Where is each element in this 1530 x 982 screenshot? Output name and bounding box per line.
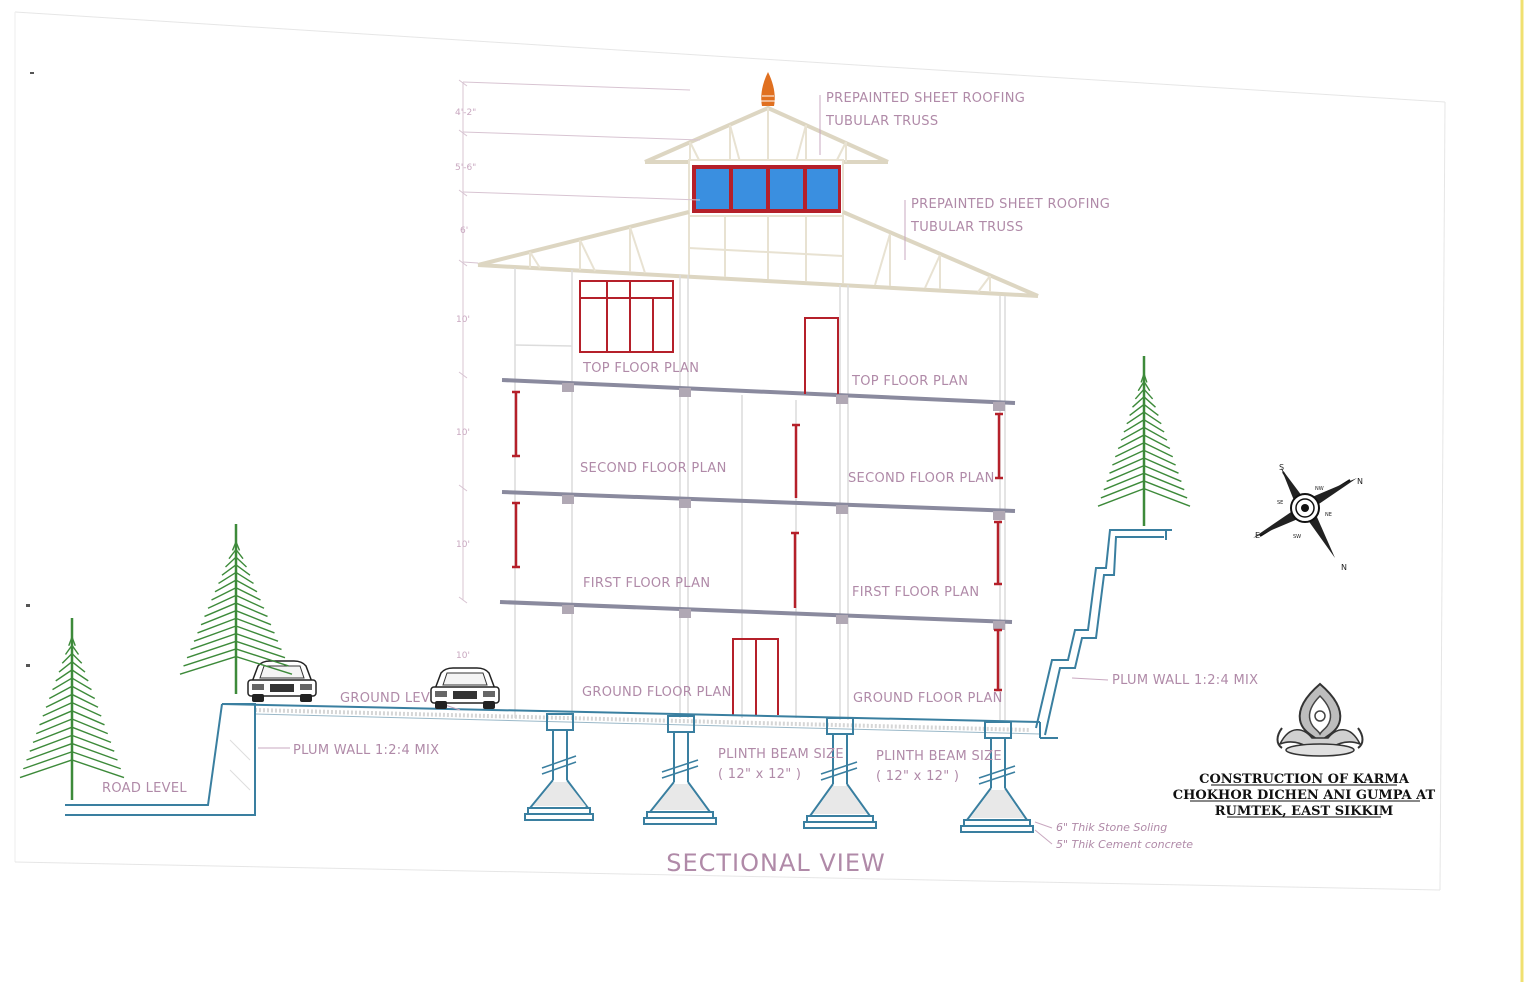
dim-5: 10' [456, 428, 470, 438]
dim-2: 5'-6" [455, 163, 476, 173]
label-plum-wall-left: PLUM WALL 1:2:4 MIX [293, 743, 439, 758]
compass-nw: NW [1315, 486, 1324, 492]
ground-plinth [221, 703, 1058, 739]
project-title-line-2: CHOKHOR DICHEN ANI GUMPA AT [1173, 788, 1436, 803]
footing-4 [960, 721, 1034, 833]
label-cement-concrete: 5" Thik Cement concrete [1056, 838, 1193, 851]
pine-tree-icon [19, 618, 125, 800]
left-retaining-wall [65, 703, 256, 816]
compass-icon: N S E N SE NW SW NE [1253, 463, 1363, 572]
floor-slabs [499, 378, 1016, 630]
compass-e: E [1255, 531, 1260, 540]
label-first-floor-left: FIRST FLOOR PLAN [583, 576, 710, 591]
dim-6: 10' [456, 540, 470, 550]
top-floor-door [804, 317, 839, 394]
label-plinth-beam-2: PLINTH BEAM SIZE [876, 749, 1002, 764]
pine-tree-icon [179, 524, 293, 694]
label-plum-wall-right: PLUM WALL 1:2:4 MIX [1112, 673, 1258, 688]
compass-s: S [1279, 463, 1284, 472]
sheet-mark [30, 72, 34, 74]
pine-tree-icon [1097, 356, 1191, 526]
right-retaining-wall [1035, 529, 1172, 736]
foundation-footings [524, 713, 1034, 833]
compass-sw: SW [1293, 534, 1301, 540]
project-title-line-1: CONSTRUCTION OF KARMA [1199, 772, 1410, 787]
dim-4: 10' [456, 315, 470, 325]
roof-structure [477, 72, 1039, 298]
label-second-floor-right: SECOND FLOOR PLAN [848, 471, 995, 486]
sheet-mark [26, 604, 30, 607]
label-roof-upper-truss: TUBULAR TRUSS [825, 114, 938, 129]
drawing-title: SECTIONAL VIEW [666, 849, 886, 877]
label-roof-lower-truss: TUBULAR TRUSS [910, 220, 1023, 235]
compass-n: N [1357, 477, 1363, 486]
footing-2 [643, 715, 717, 825]
monastery-emblem-icon [1276, 682, 1364, 757]
openings [512, 280, 1003, 715]
label-first-floor-right: FIRST FLOOR PLAN [852, 585, 979, 600]
label-plinth-beam-1: PLINTH BEAM SIZE [718, 747, 844, 762]
label-ground-level: GROUND LEVEL [340, 691, 447, 706]
label-top-floor-right: TOP FLOOR PLAN [851, 374, 968, 389]
footing-1 [524, 713, 594, 821]
car-icon [430, 667, 500, 709]
label-ground-floor-left: GROUND FLOOR PLAN [582, 685, 732, 700]
label-top-floor-left: TOP FLOOR PLAN [582, 361, 699, 376]
dimension-lines [458, 79, 701, 604]
project-title-line-3: RUMTEK, EAST SIKKIM [1215, 804, 1394, 819]
sheet-mark [26, 664, 30, 667]
label-plinth-beam-1-dim: ( 12" x 12" ) [718, 767, 801, 782]
label-roof-lower-sheet: PREPAINTED SHEET ROOFING [911, 197, 1110, 212]
label-ground-floor-right: GROUND FLOOR PLAN [853, 691, 1003, 706]
dim-1: 4'-2" [455, 108, 476, 118]
label-road-level: ROAD LEVEL [102, 781, 187, 796]
label-stone-soling: 6" Thik Stone Soling [1056, 821, 1167, 834]
dim-3: 6' [460, 226, 468, 236]
compass-n-lower: N [1341, 563, 1347, 572]
project-title-block: CONSTRUCTION OF KARMA CHOKHOR DICHEN ANI… [1173, 772, 1436, 819]
label-roof-upper-sheet: PREPAINTED SHEET ROOFING [826, 91, 1025, 106]
label-second-floor-left: SECOND FLOOR PLAN [580, 461, 727, 476]
finial-icon [761, 72, 775, 106]
label-plinth-beam-2-dim: ( 12" x 12" ) [876, 769, 959, 784]
trees [19, 356, 1191, 800]
clerestory-window [692, 165, 841, 213]
compass-ne: NE [1325, 512, 1332, 518]
car-icon [247, 660, 317, 702]
dim-7: 10' [456, 651, 470, 661]
top-floor-window [579, 280, 674, 353]
compass-se: SE [1277, 500, 1283, 506]
ground-floor-door [732, 638, 779, 715]
footing-3 [803, 717, 877, 829]
